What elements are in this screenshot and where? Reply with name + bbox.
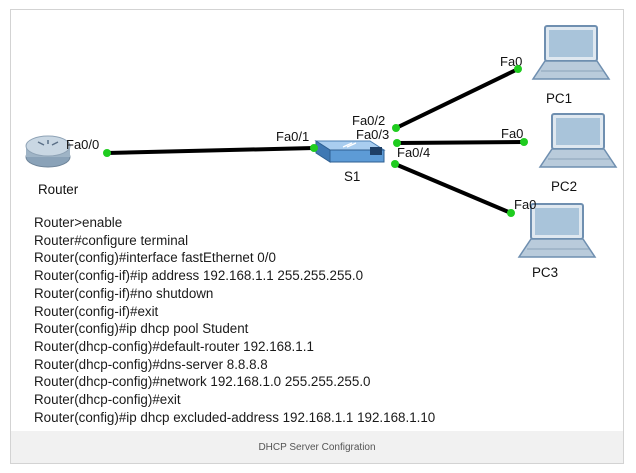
pc2-port-label: Fa0 xyxy=(501,126,523,141)
link-up-pc3-port xyxy=(507,209,515,217)
cli-line: Router(config)#ip dhcp excluded-address … xyxy=(34,409,436,425)
link-up-pc2-port xyxy=(520,138,528,146)
switch-port-fa0-1: Fa0/1 xyxy=(276,129,309,144)
caption-bar: DHCP Server Configration xyxy=(11,431,623,463)
cli-config-listing: Router>enable Router#configure terminal … xyxy=(34,214,490,426)
cli-line: Router(config-if)#no shutdown xyxy=(34,285,214,301)
link-up-router-port xyxy=(103,149,111,157)
router-label: Router xyxy=(38,182,79,197)
link-up-pc1-port xyxy=(514,65,522,73)
cli-line: Router(dhcp-config)#network 192.168.1.0 … xyxy=(34,374,371,390)
cli-line: Router>enable xyxy=(34,215,123,230)
link-up-switch-port-fa0-2 xyxy=(392,124,400,132)
cli-line: Router(config)#interface fastEthernet 0/… xyxy=(34,250,276,266)
cli-line: Router#configure terminal xyxy=(34,232,189,248)
link-up-switch-port-fa0-4 xyxy=(391,160,399,168)
pc3-laptop-icon[interactable] xyxy=(517,203,597,258)
cli-line: Router(dhcp-config)#exit xyxy=(34,392,181,408)
router-icon[interactable] xyxy=(25,135,71,168)
cli-line: Router(dhcp-config)#default-router 192.1… xyxy=(34,338,314,354)
switch-port-fa0-2: Fa0/2 xyxy=(352,113,385,128)
cli-line: Router(config-if)#ip address 192.168.1.1… xyxy=(34,268,364,284)
switch-port-fa0-4: Fa0/4 xyxy=(397,145,430,160)
pc3-label: PC3 xyxy=(532,265,558,280)
pc2-label: PC2 xyxy=(551,179,577,194)
switch-icon[interactable] xyxy=(314,140,386,163)
cli-line: Router(config-if)#exit xyxy=(34,303,159,319)
pc1-laptop-icon[interactable] xyxy=(531,25,611,80)
switch-port-fa0-3: Fa0/3 xyxy=(356,127,389,142)
switch-label: S1 xyxy=(344,169,360,184)
link-router-s1 xyxy=(106,146,315,155)
pc2-laptop-icon[interactable] xyxy=(538,113,618,168)
cli-line: Router(dhcp-config)#dns-server 8.8.8.8 xyxy=(34,356,268,372)
pc3-port-label: Fa0 xyxy=(514,197,536,212)
link-s1-pc1 xyxy=(395,67,519,130)
link-s1-pc2 xyxy=(396,140,525,145)
figure-frame xyxy=(10,9,624,464)
pc1-label: PC1 xyxy=(546,91,572,106)
link-s1-pc3 xyxy=(394,162,512,215)
link-up-switch-port-fa0-1 xyxy=(310,144,318,152)
link-up-switch-port-fa0-3 xyxy=(393,139,401,147)
router-port-label: Fa0/0 xyxy=(66,137,99,152)
figure-caption: DHCP Server Configration xyxy=(258,441,376,453)
cli-line: Router(config)#ip dhcp pool Student xyxy=(34,321,249,337)
